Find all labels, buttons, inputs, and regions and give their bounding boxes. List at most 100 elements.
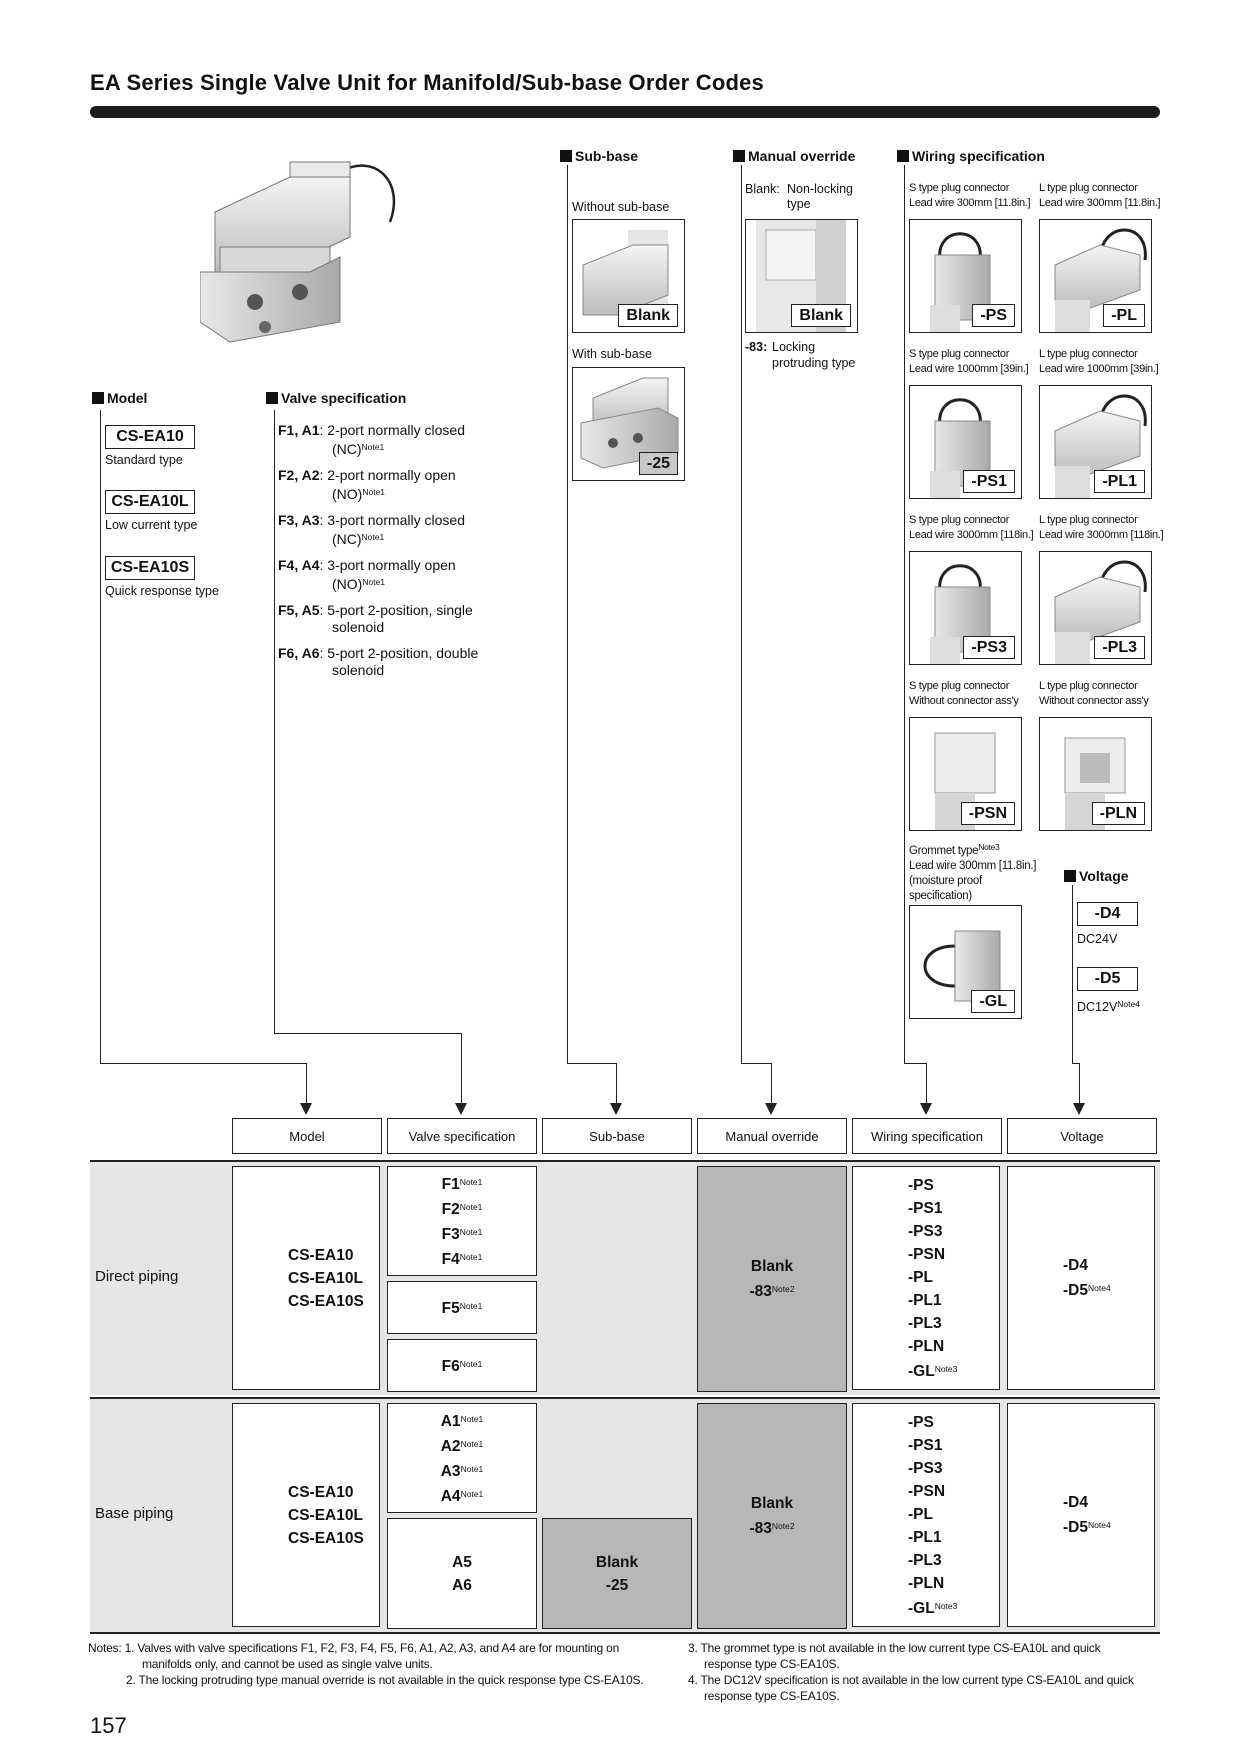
- col-header-manual: Manual override: [697, 1118, 847, 1154]
- direct-piping-label: Direct piping: [95, 1268, 179, 1285]
- wiring-gl-label: Grommet typeNote3 Lead wire 300mm [11.8i…: [909, 842, 1037, 902]
- wiring-pln-code: -PLN: [1091, 802, 1145, 825]
- wiring-pl3-image: -PL3: [1039, 551, 1152, 665]
- subbase-connector-line: [616, 1063, 617, 1105]
- note-4-cont: response type CS-EA10S.: [704, 1689, 840, 1703]
- base-piping-label: Base piping: [95, 1505, 174, 1522]
- wiring-psn-code: -PSN: [960, 802, 1015, 825]
- valve-arrow-icon: [455, 1103, 467, 1115]
- direct-valve-f5-cell: F5Note1: [387, 1281, 537, 1334]
- wiring-connector-line: [926, 1063, 927, 1105]
- wiring-pl-image: -PL: [1039, 219, 1152, 333]
- voltage-connector-line: [1079, 1063, 1080, 1105]
- manual-connector-line: [771, 1063, 772, 1105]
- wiring-arrow-icon: [920, 1103, 932, 1115]
- note-1-cont: manifolds only, and cannot be used as si…: [142, 1657, 433, 1671]
- valve-spec-item: F2, A2: 2-port normally open(NO)Note1: [278, 467, 456, 502]
- wiring-pl1-image: -PL1: [1039, 385, 1152, 499]
- base-voltage-cell: -D4 -D5Note4: [1007, 1403, 1155, 1627]
- wiring-pl1-code: -PL1: [1094, 470, 1145, 493]
- voltage-d4-desc: DC24V: [1077, 932, 1118, 946]
- manual-connector-line: [741, 1063, 771, 1064]
- base-manual-cell: Blank -83Note2: [697, 1403, 847, 1629]
- note-4: 4. The DC12V specification is not availa…: [688, 1673, 1134, 1687]
- direct-manual-cell: Blank -83Note2: [697, 1166, 847, 1392]
- subbase-without-label: Without sub-base: [572, 200, 670, 214]
- valve-spec-heading: Valve specification: [266, 390, 406, 406]
- wiring-ps3-image: -PS3: [909, 551, 1022, 665]
- model-heading: Model: [92, 390, 147, 406]
- model-connector-line: [100, 1063, 306, 1064]
- model-code-cs-ea10s: CS-EA10S: [105, 556, 195, 580]
- wiring-ps1-code: -PS1: [963, 470, 1015, 493]
- wiring-gl-image: -GL: [909, 905, 1022, 1019]
- model-arrow-icon: [300, 1103, 312, 1115]
- subbase-connector-line: [567, 1063, 616, 1064]
- notes-left: Notes: 1. Valves with valve specificatio…: [88, 1640, 688, 1688]
- wiring-ps-image: -PS: [909, 219, 1022, 333]
- table-rule: [90, 1632, 1160, 1634]
- direct-valve-f1-f4-cell: F1Note1 F2Note1 F3Note1 F4Note1: [387, 1166, 537, 1276]
- wiring-spec-heading: Wiring specification: [897, 148, 1045, 164]
- model-desc-standard: Standard type: [105, 453, 183, 467]
- subbase-without-image: Blank: [572, 219, 685, 333]
- voltage-d4-code: -D4: [1077, 902, 1138, 926]
- subbase-with-image: -25: [572, 367, 685, 481]
- manual-locking-key: -83:: [745, 340, 768, 354]
- valve-spec-item: F3, A3: 3-port normally closed(NC)Note1: [278, 512, 466, 547]
- manual-override-image: Blank: [745, 219, 858, 333]
- manual-connector-line: [741, 165, 742, 1064]
- title-underline-bar: [90, 106, 1160, 118]
- notes-right: 3. The grommet type is not available in …: [688, 1640, 1158, 1704]
- wiring-connector-line: [904, 1063, 926, 1064]
- valve-spec-list: F1, A1: 2-port normally closed(NC)Note1 …: [278, 422, 518, 688]
- subbase-25-code: -25: [638, 452, 678, 475]
- direct-voltage-cell: -D4 -D5Note4: [1007, 1166, 1155, 1390]
- note-3-cont: response type CS-EA10S.: [704, 1657, 840, 1671]
- notes-prefix: Notes:: [88, 1641, 122, 1655]
- wiring-ps1-image: -PS1: [909, 385, 1022, 499]
- wiring-pl3-code: -PL3: [1094, 636, 1145, 659]
- direct-wiring-cell: -PS-PS1-PS3 -PSN-PL-PL1 -PL3-PLN -GLNote…: [852, 1166, 1000, 1390]
- voltage-arrow-icon: [1073, 1103, 1085, 1115]
- base-valve-a1-a4-cell: A1Note1 A2Note1 A3Note1 A4Note1: [387, 1403, 537, 1513]
- model-connector-line: [306, 1063, 307, 1105]
- model-desc-quick-response: Quick response type: [105, 584, 219, 598]
- col-header-model: Model: [232, 1118, 382, 1154]
- wiring-connector-line: [904, 165, 905, 1064]
- col-header-valve: Valve specification: [387, 1118, 537, 1154]
- table-rule: [90, 1397, 1160, 1399]
- manual-locking-desc2: protruding type: [772, 356, 856, 370]
- page-title: EA Series Single Valve Unit for Manifold…: [90, 70, 764, 95]
- table-rule: [90, 1160, 1160, 1162]
- model-code-cs-ea10: CS-EA10: [105, 425, 195, 449]
- manual-override-heading: Manual override: [733, 148, 855, 164]
- wiring-psn-image: -PSN: [909, 717, 1022, 831]
- voltage-connector-line: [1072, 1063, 1079, 1064]
- voltage-d5-code: -D5: [1077, 967, 1138, 991]
- wiring-pln-image: -PLN: [1039, 717, 1152, 831]
- valve-spec-item: F4, A4: 3-port normally open(NO)Note1: [278, 557, 456, 592]
- manual-blank-desc1: Non-locking: [787, 182, 854, 196]
- col-header-voltage: Voltage: [1007, 1118, 1157, 1154]
- base-subbase-cell: Blank-25: [542, 1518, 692, 1629]
- subbase-blank-code: Blank: [618, 304, 678, 327]
- valve-spec-item: F1, A1: 2-port normally closed(NC)Note1: [278, 422, 466, 457]
- note-2: 2. The locking protruding type manual ov…: [126, 1673, 644, 1687]
- direct-valve-f6-cell: F6Note1: [387, 1339, 537, 1392]
- note-1: 1. Valves with valve specifications F1, …: [124, 1641, 620, 1655]
- wiring-gl-code: -GL: [971, 990, 1015, 1013]
- voltage-connector-line: [1072, 885, 1073, 1064]
- valve-connector-line: [274, 1033, 461, 1034]
- model-desc-low-current: Low current type: [105, 518, 198, 532]
- manual-blank-key: Blank:: [745, 182, 780, 196]
- model-connector-line: [100, 410, 101, 1064]
- subbase-connector-line: [567, 165, 568, 1064]
